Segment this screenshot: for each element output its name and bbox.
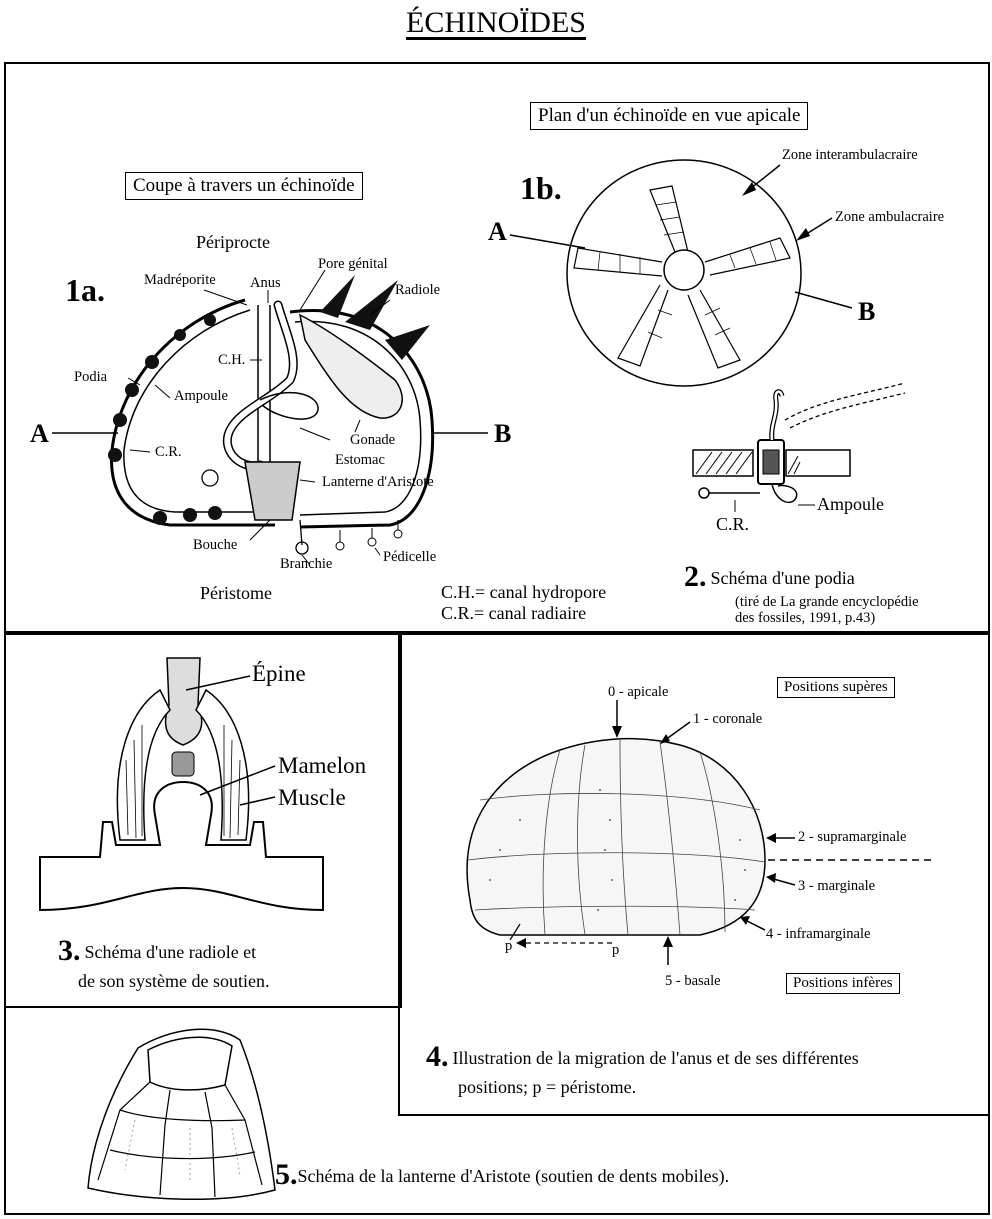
label-pos-5-basale: 5 - basale: [665, 973, 721, 989]
label-gonade: Gonade: [350, 432, 396, 448]
label-fig2-cr: C.R.: [716, 514, 750, 534]
fig5-caption-text: Schéma de la lanterne d'Aristote (soutie…: [297, 1166, 730, 1186]
label-muscle: Muscle: [278, 785, 346, 810]
label-cr: C.R.: [155, 444, 182, 460]
fig4-number: 4.: [426, 1040, 449, 1073]
label-branchie: Branchie: [280, 556, 333, 572]
label-1a-a: A: [30, 419, 49, 448]
frame-figure-4: [398, 631, 990, 1116]
fig2-number: 2.: [684, 560, 707, 593]
label-mamelon: Mamelon: [278, 753, 367, 778]
legend-cr: C.R.= canal radiaire: [441, 603, 587, 623]
label-lanterne: Lanterne d'Aristote: [322, 474, 434, 490]
fig4-box-inferes: Positions infères: [786, 973, 900, 994]
label-1b-a: A: [488, 217, 507, 246]
label-pedicelle: Pédicelle: [383, 549, 437, 565]
fig5-number: 5.: [275, 1158, 298, 1191]
fig4-caption: 4.Illustration de la migration de l'anus…: [426, 1038, 859, 1098]
fig1b-number: 1b.: [520, 170, 562, 206]
fig1a-number: 1a.: [65, 272, 105, 308]
label-pos-2-supramarginale: 2 - supramarginale: [798, 829, 907, 845]
label-epine: Épine: [252, 661, 306, 686]
legend-ch: C.H.= canal hydropore: [441, 582, 607, 602]
label-pos-3-marginale: 3 - marginale: [798, 878, 876, 894]
label-madreporite: Madréporite: [144, 272, 216, 288]
label-radiole: Radiole: [395, 282, 441, 298]
label-1a-b: B: [494, 419, 512, 448]
fig3-caption: 3.Schéma d'une radiole et de son système…: [58, 932, 269, 992]
fig3-number: 3.: [58, 934, 81, 967]
fig3-caption-line1: Schéma d'une radiole et: [84, 942, 257, 962]
frame-figure-1: [4, 62, 990, 635]
page-title: ÉCHINOÏDES: [406, 6, 586, 39]
label-anus: Anus: [250, 275, 281, 291]
label-fig2-ampoule: Ampoule: [817, 494, 884, 514]
label-zone-interambulacraire: Zone interambulacraire: [782, 147, 918, 163]
fig4-caption-line1: Illustration de la migration de l'anus e…: [452, 1048, 859, 1068]
label-ch: C.H.: [218, 352, 246, 368]
label-podia: Podia: [74, 369, 108, 385]
label-periprocte: Périprocte: [196, 232, 270, 252]
label-pos-4-inframarginale: 4 - inframarginale: [766, 926, 871, 942]
label-pore-genital: Pore génital: [318, 256, 388, 272]
frame-figure-3: [4, 631, 402, 1008]
frame-figure-5: [4, 1004, 990, 1215]
label-p-left: p: [505, 938, 513, 954]
fig2-source-line2: des fossiles, 1991, p.43): [735, 610, 876, 626]
label-peristome: Péristome: [200, 583, 272, 603]
label-p-right: p: [612, 942, 620, 958]
fig2-source-line1: (tiré de La grande encyclopédie: [735, 594, 919, 610]
fig1a-box-label: Coupe à travers un échinoïde: [125, 172, 363, 200]
fig1b-box-label: Plan d'un échinoïde en vue apicale: [530, 102, 809, 130]
fig2-caption: 2.Schéma d'une podia: [684, 558, 855, 596]
label-pos-0-apicale: 0 - apicale: [608, 684, 669, 700]
label-estomac: Estomac: [335, 452, 385, 468]
label-ampoule: Ampoule: [174, 388, 228, 404]
fig4-caption-line2: positions; p = péristome.: [458, 1076, 637, 1097]
label-zone-ambulacraire: Zone ambulacraire: [835, 209, 945, 225]
label-pos-1-coronale: 1 - coronale: [693, 711, 763, 727]
label-1b-b: B: [858, 297, 876, 326]
label-bouche: Bouche: [193, 537, 238, 553]
fig5-caption: 5.Schéma de la lanterne d'Aristote (sout…: [275, 1156, 729, 1194]
fig4-box-superes: Positions supères: [777, 677, 895, 698]
fig3-caption-line2: de son système de soutien.: [78, 970, 270, 991]
fig2-caption-text: Schéma d'une podia: [710, 568, 855, 588]
